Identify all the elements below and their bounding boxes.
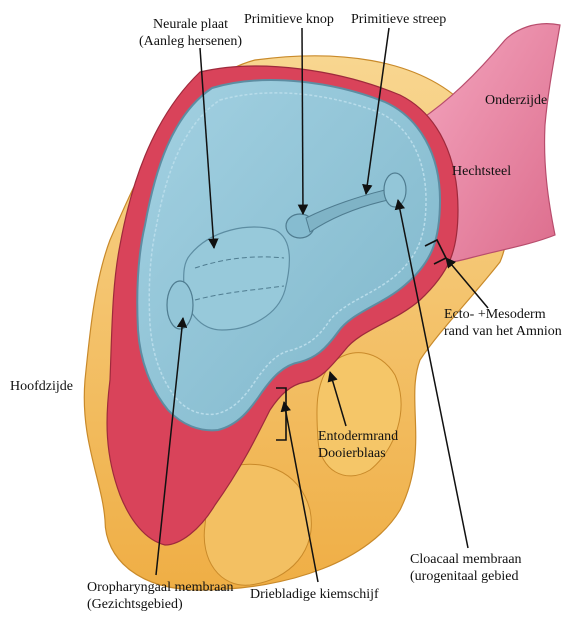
label-entoderm-line1: Entodermrand <box>318 428 398 445</box>
label-entoderm-line2: Dooierblaas <box>318 445 398 462</box>
label-oropharyngaal: Oropharyngaal membraan (Gezichtsgebied) <box>87 579 234 613</box>
label-hoofdzijde-text: Hoofdzijde <box>10 378 73 395</box>
label-oropharyngaal-line1: Oropharyngaal membraan <box>87 579 234 596</box>
oropharyngeal-membrane-shape <box>167 281 193 329</box>
cloacal-membrane-shape <box>384 173 406 207</box>
label-ecto-mesoderm: Ecto- +Mesoderm rand van het Amnion <box>444 306 562 340</box>
label-onderzijde-text: Onderzijde <box>485 92 547 109</box>
label-primitieve-knop-text: Primitieve knop <box>244 11 334 28</box>
label-hechtsteel-text: Hechtsteel <box>452 163 511 180</box>
label-neurale-plaat-line1: Neurale plaat <box>139 16 242 33</box>
label-cloacaal: Cloacaal membraan (urogenitaal gebied <box>410 551 522 585</box>
label-onderzijde: Onderzijde <box>485 92 547 109</box>
label-ecto-mesoderm-line1: Ecto- +Mesoderm <box>444 306 562 323</box>
label-hoofdzijde: Hoofdzijde <box>10 378 73 395</box>
label-primitieve-knop: Primitieve knop <box>244 11 334 28</box>
label-primitieve-streep: Primitieve streep <box>351 11 446 28</box>
label-neurale-plaat-line2: (Aanleg hersenen) <box>139 33 242 50</box>
label-driebladige: Driebladige kiemschijf <box>250 586 379 603</box>
label-cloacaal-line1: Cloacaal membraan <box>410 551 522 568</box>
label-hechtsteel: Hechtsteel <box>452 163 511 180</box>
label-driebladige-text: Driebladige kiemschijf <box>250 586 379 603</box>
label-neurale-plaat: Neurale plaat (Aanleg hersenen) <box>139 16 242 50</box>
label-oropharyngaal-line2: (Gezichtsgebied) <box>87 596 234 613</box>
label-cloacaal-line2: (urogenitaal gebied <box>410 568 522 585</box>
label-primitieve-streep-text: Primitieve streep <box>351 11 446 28</box>
label-entoderm: Entodermrand Dooierblaas <box>318 428 398 462</box>
arrow-primitieve-knop <box>302 28 303 214</box>
label-ecto-mesoderm-line2: rand van het Amnion <box>444 323 562 340</box>
